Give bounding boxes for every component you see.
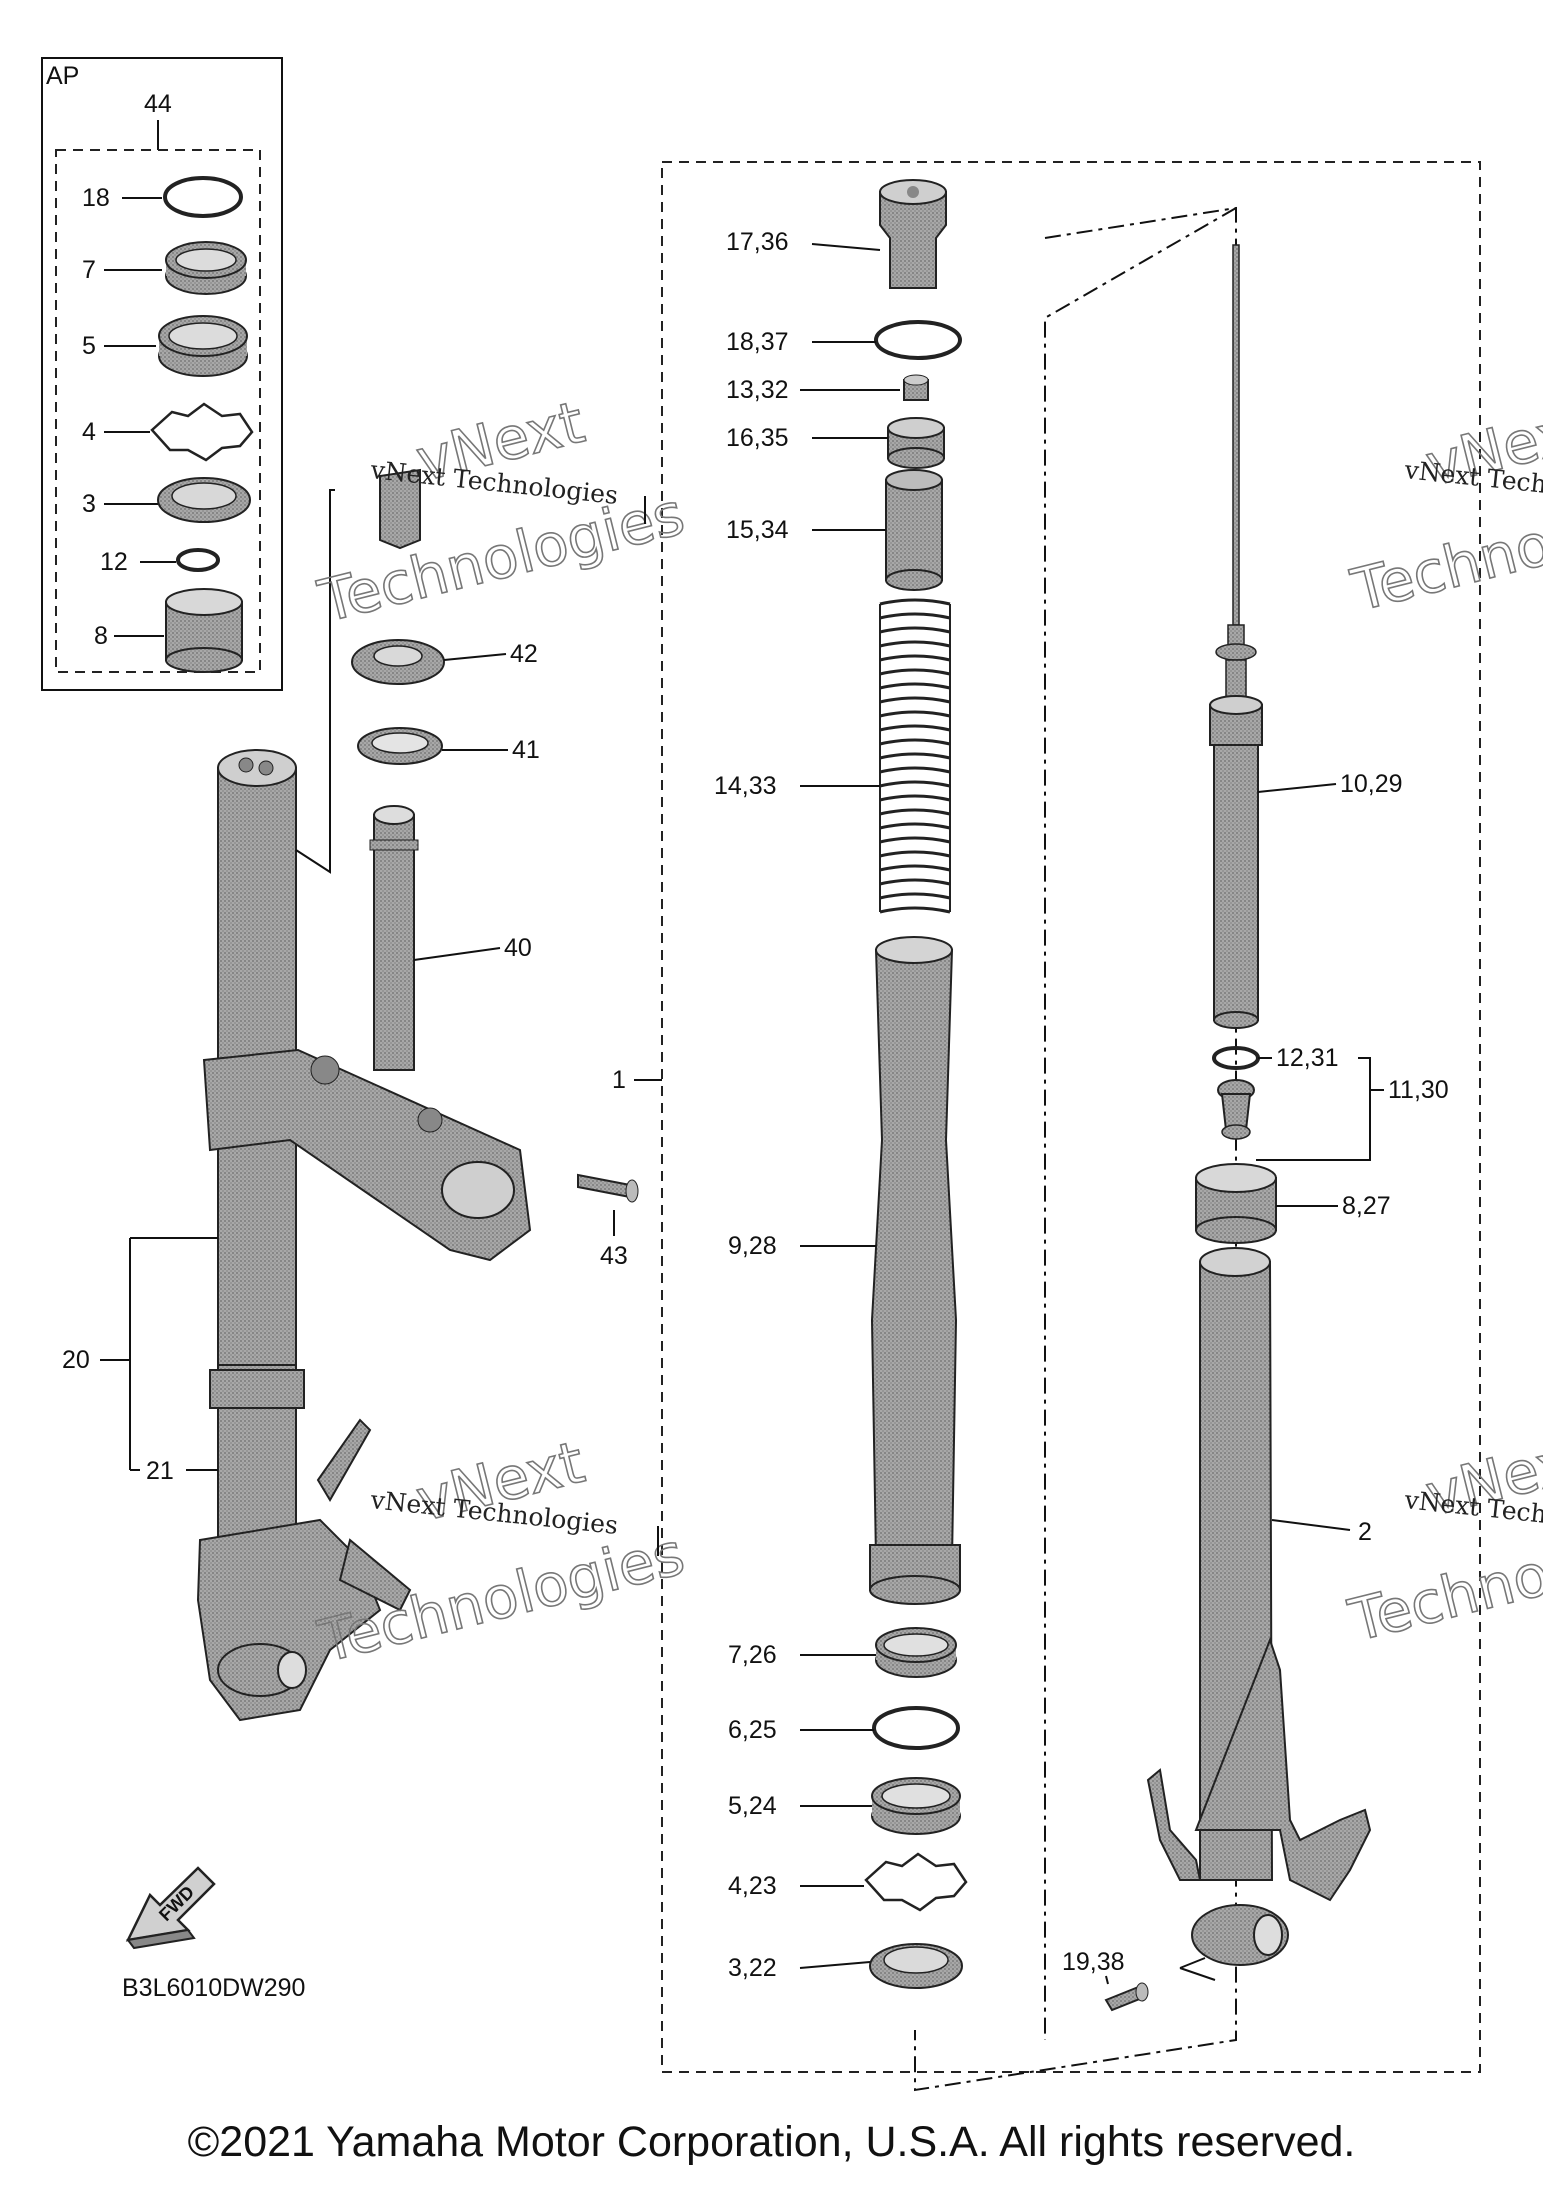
part-10-29-damper-rod: 10,29 [1209, 244, 1403, 1029]
label-12-31: 12,31 [1276, 1044, 1339, 1072]
label-6-25: 6,25 [728, 1716, 777, 1744]
svg-text:3: 3 [82, 490, 96, 518]
part-5-24-bushing: 5,24 [728, 1777, 961, 1835]
part-19-38-bolt: 19,38 [1062, 1948, 1216, 2012]
label-9-28: 9,28 [728, 1232, 777, 1260]
ap-item-18-ring: 18 [82, 176, 243, 218]
assembled-fork [196, 489, 639, 1722]
label-5-24: 5,24 [728, 1792, 777, 1820]
ap-item-4-clip: 4 [82, 402, 254, 462]
ap-item-12-oring: 12 [100, 548, 220, 576]
svg-text:5: 5 [82, 332, 96, 360]
label-21: 21 [146, 1457, 174, 1485]
label-17-36: 17,36 [726, 228, 789, 256]
part-41-ring: 41 [357, 727, 540, 765]
part-42-seal: 42 [351, 639, 538, 685]
label-8-27: 8,27 [1342, 1192, 1391, 1220]
label-41: 41 [512, 736, 540, 764]
ap-item-8-bushing: 8 [94, 588, 243, 673]
part-18-37-ring: 18,37 [726, 320, 962, 360]
copyright-notice: ©2021 Yamaha Motor Corporation, U.S.A. A… [187, 2118, 1356, 2166]
part-7-26-bushing: 7,26 [728, 1627, 957, 1678]
part-3-22-seal: 3,22 [728, 1943, 963, 1989]
bolt-43 [577, 1173, 639, 1203]
diagram-code: B3L6010DW290 [122, 1974, 306, 2002]
svg-text:12: 12 [100, 548, 128, 576]
left-labels: 20 21 42 41 40 43 1 [62, 468, 662, 1485]
watermark-bottom-right: vNext Technologies vNext Technologies [1341, 1422, 1543, 1656]
svg-text:8: 8 [94, 622, 108, 650]
label-10-29: 10,29 [1340, 770, 1403, 798]
svg-text:Technologies: Technologies [312, 1519, 691, 1675]
label-3-22: 3,22 [728, 1954, 777, 1982]
part-13-32-nut: 13,32 [726, 374, 929, 404]
part-16-35-collar: 16,35 [726, 417, 945, 469]
svg-text:7: 7 [82, 256, 96, 284]
part-8-27-bushing: 8,27 [1195, 1163, 1391, 1244]
label-15-34: 15,34 [726, 516, 789, 544]
ap-item-5-bushing: 5 [82, 315, 248, 377]
label-14-33: 14,33 [714, 772, 777, 800]
label-42: 42 [510, 640, 538, 668]
label-40: 40 [504, 934, 532, 962]
part-17-36-cap: 17,36 [726, 179, 947, 289]
part-15-34-spacer: 15,34 [726, 469, 943, 591]
part-4-23-clip: 4,23 [728, 1852, 968, 1912]
part-6-25-washer: 6,25 [728, 1706, 960, 1750]
svg-text:4: 4 [82, 418, 96, 446]
watermark-bottom-left: vNext Technologies vNext Technologies [311, 1427, 692, 1677]
ap-kit-box: AP 44 18 7 5 4 [41, 57, 283, 691]
label-11-30: 11,30 [1388, 1076, 1449, 1104]
part-11-30-bolt: 11,30 [1217, 1057, 1449, 1161]
label-43: 43 [600, 1242, 628, 1270]
svg-text:18: 18 [82, 184, 110, 212]
label-1: 1 [612, 1066, 626, 1094]
label-19-38: 19,38 [1062, 1948, 1125, 1976]
exploded-parts-box [661, 161, 1481, 2073]
label-18-37: 18,37 [726, 328, 789, 356]
label-16-35: 16,35 [726, 424, 789, 452]
label-4-23: 4,23 [728, 1872, 777, 1900]
ap-item-7-bushing: 7 [82, 241, 247, 295]
part-12-31-oring: 12,31 [1212, 1044, 1339, 1072]
part-2-outer-tube: 2 [1146, 1247, 1372, 1966]
ap-box-title: AP [46, 62, 79, 90]
ap-item-3-seal: 3 [82, 477, 251, 523]
label-2: 2 [1358, 1518, 1372, 1546]
ap-kit-number: 44 [144, 90, 172, 118]
right-parts: 10,29 12,31 11,30 8,27 [1062, 244, 1449, 2012]
label-13-32: 13,32 [726, 376, 789, 404]
watermark-top-right: vNext Technologies vNext Technologies [1344, 392, 1543, 626]
part-14-33-spring: 14,33 [714, 598, 951, 914]
watermark-top-left: vNext Technologies vNext Technologies [311, 387, 692, 637]
center-parts: 17,36 18,37 13,32 16,35 1 [714, 179, 968, 1989]
part-9-28-inner-tube: 9,28 [728, 936, 961, 1605]
fwd-arrow-icon: FWD [125, 1866, 216, 1950]
label-20: 20 [62, 1346, 90, 1374]
svg-text:Technologies: Technologies [312, 479, 691, 635]
label-7-26: 7,26 [728, 1641, 777, 1669]
